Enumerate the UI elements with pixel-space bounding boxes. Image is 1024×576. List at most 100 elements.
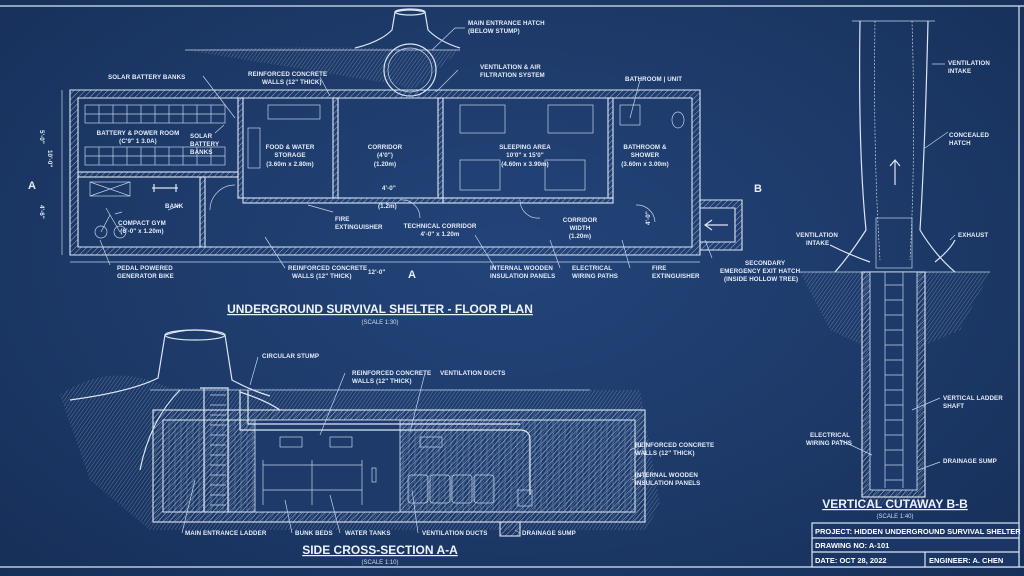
callout-concrete-top: REINFORCED CONCRETE: [248, 71, 327, 78]
toilet-icon: [671, 111, 685, 129]
tree-stump-icon: [354, 9, 461, 49]
ground-soil: [185, 47, 460, 89]
callout-main-hatch: MAIN ENTRANCE HATCH: [468, 20, 545, 27]
room-battery-size: (C'9" 1 3.0A): [119, 138, 157, 145]
room-gym: COMPACT GYM: [118, 220, 166, 227]
callout-secondary-exit-2: EMERGENCY EXIT HATCH: [720, 268, 801, 275]
callout-pedal-bike-2: GENERATOR BIKE: [117, 273, 174, 280]
callout-ventilation-ducts-top: VENTILATION DUCTS: [440, 370, 506, 377]
callout-concrete-top-2: WALLS (12" THICK): [262, 79, 322, 86]
floor-plan-title: UNDERGROUND SURVIVAL SHELTER - FLOOR PLA…: [227, 302, 533, 316]
cutaway-scale: (SCALE 1:40): [876, 514, 913, 520]
callout-secondary-exit-3: (INSIDE HOLLOW TREE): [724, 276, 798, 283]
callout-section-concrete-right: REINFORCED CONCRETE: [635, 442, 714, 449]
dimension-height-bottom: 4'-6": [38, 205, 45, 219]
callout-concrete-bottom: REINFORCED CONCRETE: [288, 265, 367, 272]
dumbbell-icon: [152, 184, 178, 192]
airflow-arrow-icon: [889, 159, 901, 185]
drawing-number: DRAWING NO: A-101: [815, 541, 889, 550]
dimension-corridor-metric: (1.2m): [378, 203, 397, 210]
exercise-bike-icon: [94, 207, 127, 239]
side-cross-section: CIRCULAR STUMP REINFORCED CONCRETE WALLS…: [60, 329, 714, 566]
cutaway-title: VERTICAL CUTAWAY B-B: [822, 497, 968, 511]
callout-solar: SOLAR: [190, 133, 213, 140]
room-sleeping-2: 10'0" x 15'0": [506, 152, 544, 159]
room-corridor-width-2: WIDTH: [570, 225, 591, 232]
room-sleeping: SLEEPING AREA: [499, 144, 551, 151]
room-corridor: CORRIDOR: [368, 144, 403, 151]
room-storage: FOOD & WATER: [266, 144, 315, 151]
room-technical-size: 4'-0" x 1.20m: [420, 231, 459, 238]
door-swings: [209, 184, 656, 223]
section-callouts: CIRCULAR STUMP REINFORCED CONCRETE WALLS…: [181, 353, 714, 537]
room-corridor-2: (4'0"): [377, 152, 393, 159]
callout-ventilation-ducts-bottom: VENTILATION DUCTS: [422, 530, 488, 537]
vertical-cutaway: VENTILATION INTAKE CONCEALED HATCH VENTI…: [796, 20, 1003, 520]
callout-concealed-hatch: CONCEALED: [949, 132, 990, 139]
tree-stump-roots: [69, 329, 281, 471]
room-storage-size: (3.60m x 2.80m): [266, 161, 314, 168]
drawing-date: DATE: OCT 28, 2022: [815, 556, 887, 565]
callout-ventilation: VENTILATION & AIR: [480, 64, 541, 71]
callout-bank: BANK: [165, 203, 184, 210]
cutaway-callouts: VENTILATION INTAKE CONCEALED HATCH VENTI…: [796, 60, 1003, 471]
solar-battery-panels: [84, 104, 226, 166]
ventilation-duct: [239, 390, 531, 495]
callout-electrical: ELECTRICAL: [572, 265, 612, 272]
section-mark-b: B: [754, 183, 762, 195]
room-technical-corridor: TECHNICAL CORRIDOR: [404, 223, 477, 230]
callout-bathroom-unit: BATHROOM | UNIT: [625, 76, 682, 83]
floor-plan-callouts: MAIN ENTRANCE HATCH (BELOW STUMP) SOLAR …: [99, 20, 801, 283]
hollow-tree-trunk: [834, 20, 956, 273]
room-sleeping-size: (4.60m x 3.90m): [501, 161, 549, 168]
room-corridor-width: CORRIDOR: [563, 217, 598, 224]
callout-drainage-sump: DRAINAGE SUMP: [522, 530, 576, 537]
exit-arrow-icon: [703, 219, 728, 231]
secondary-exit: [699, 199, 743, 251]
room-storage-2: STORAGE: [274, 152, 305, 159]
section-mark-a-bottom: A: [408, 269, 416, 281]
callout-insulation: INTERNAL WOODEN: [490, 265, 553, 272]
drainage-sump: [499, 521, 521, 537]
reinforced-concrete-walls: [69, 89, 701, 256]
section-title: SIDE CROSS-SECTION A-A: [302, 543, 458, 557]
callout-section-insulation: INTERNAL WOODEN: [635, 472, 698, 479]
callout-fire-extinguisher-2b: EXTINGUISHER: [652, 273, 700, 280]
callout-ventilation-intake-top: VENTILATION: [948, 60, 990, 67]
callout-cutaway-electrical: ELECTRICAL: [810, 432, 850, 439]
callout-water-tanks: WATER TANKS: [345, 530, 391, 537]
callout-ventilation-2: FILTRATION SYSTEM: [480, 72, 545, 79]
callout-ladder-shaft-2: SHAFT: [943, 403, 964, 410]
room-bathroom: BATHROOM &: [623, 144, 667, 151]
dimension-corridor: 4'-0": [382, 185, 396, 192]
callout-cutaway-electrical-2: WIRING PATHS: [806, 440, 852, 447]
ladder-rungs: [210, 394, 226, 506]
fire-extinguisher-icon: [371, 467, 377, 483]
dimension-height-top: 5'-0": [38, 130, 45, 144]
project-name: PROJECT: HIDDEN UNDERGROUND SURVIVAL SHE…: [815, 527, 1021, 536]
title-block: PROJECT: HIDDEN UNDERGROUND SURVIVAL SHE…: [811, 522, 1021, 568]
callout-ventilation-intake-left-2: INTAKE: [806, 240, 829, 247]
callout-section-concrete: REINFORCED CONCRETE: [352, 370, 431, 377]
callout-exhaust: EXHAUST: [958, 232, 988, 239]
callout-fire-extinguisher-2: FIRE: [652, 265, 667, 272]
callout-bunk-beds: BUNK BEDS: [295, 530, 333, 537]
callout-section-insulation-2: INSULATION PANELS: [635, 480, 700, 487]
room-labels: BATTERY & POWER ROOM (C'9" 1 3.0A) FOOD …: [97, 130, 669, 240]
room-bathroom-2: SHOWER: [631, 152, 660, 159]
callout-concrete-bottom-2: WALLS (12" THICK): [292, 273, 352, 280]
callout-solar-2: BATTERY: [190, 141, 220, 148]
section-mark-a-left: A: [28, 180, 36, 192]
callout-ladder-shaft: VERTICAL LADDER: [943, 395, 1003, 402]
callout-solar-banks: SOLAR BATTERY BANKS: [108, 74, 185, 81]
callout-circular-stump: CIRCULAR STUMP: [262, 353, 319, 360]
room-bathroom-size: (3.60m x 3.00m): [621, 161, 669, 168]
callout-section-concrete-2: WALLS (12" THICK): [352, 378, 412, 385]
room-gym-size: (6'-0" x 1.20m): [120, 228, 163, 235]
callout-solar-3: BANKS: [190, 149, 213, 156]
dimension-exit: 4'-0": [645, 211, 652, 225]
room-battery: BATTERY & POWER ROOM: [97, 130, 180, 137]
ladder-shaft-rungs: [885, 284, 903, 481]
callout-ventilation-intake-left: VENTILATION: [796, 232, 838, 239]
